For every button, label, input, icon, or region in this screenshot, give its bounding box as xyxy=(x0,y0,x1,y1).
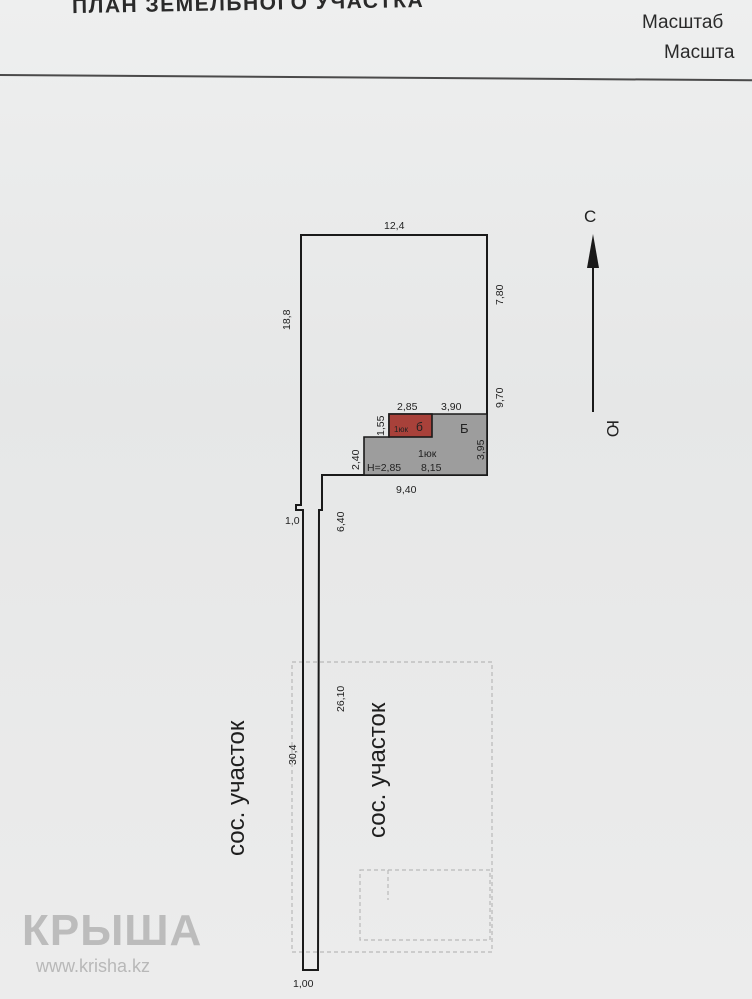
compass-north-label: С xyxy=(584,207,596,226)
scale-label: Масштаб xyxy=(642,12,724,33)
dim-right-upper: 7,80 xyxy=(494,284,506,305)
room-main-label: 1юк xyxy=(418,448,437,460)
watermark-logo: КРЫША xyxy=(22,906,203,955)
scale-label-secondary: Масшта xyxy=(664,42,735,63)
dim-bottom: 1,00 xyxy=(293,978,314,990)
ghost-plan xyxy=(291,661,493,953)
room-annex-label: 1юк xyxy=(394,425,408,434)
dim-building-inner-bottom: 8,15 xyxy=(421,462,442,474)
dim-neck-left: 1,0 xyxy=(285,515,300,527)
compass-south-label: Ю xyxy=(603,420,622,437)
dim-building-top-left: 2,85 xyxy=(397,401,418,413)
dim-building-left-lower: 2,40 xyxy=(350,449,362,470)
dim-building-right: 3,95 xyxy=(475,439,487,460)
dim-top: 12,4 xyxy=(384,220,405,232)
dim-neck-right: 6,40 xyxy=(335,511,347,532)
dim-strip-total: 30,4 xyxy=(287,744,299,765)
annex-letter: б xyxy=(416,420,423,434)
neighbor-label-left: сос. участок xyxy=(223,720,250,856)
dim-right-lower: 9,70 xyxy=(494,387,506,408)
neighbor-label-right: сос. участок xyxy=(364,702,391,838)
dim-building-left-upper: 1,55 xyxy=(375,415,387,436)
building-annex xyxy=(388,413,433,438)
dim-strip: 26,10 xyxy=(335,686,347,712)
building-height: Н=2,85 xyxy=(367,462,401,474)
plot-boundary xyxy=(295,234,488,971)
dim-building-bottom: 9,40 xyxy=(396,484,417,496)
dim-building-top-right: 3,90 xyxy=(441,401,462,413)
building-letter: Б xyxy=(460,421,469,436)
north-arrow xyxy=(587,234,599,412)
watermark-url: www.krisha.kz xyxy=(36,956,151,976)
dim-left: 18,8 xyxy=(281,309,293,330)
